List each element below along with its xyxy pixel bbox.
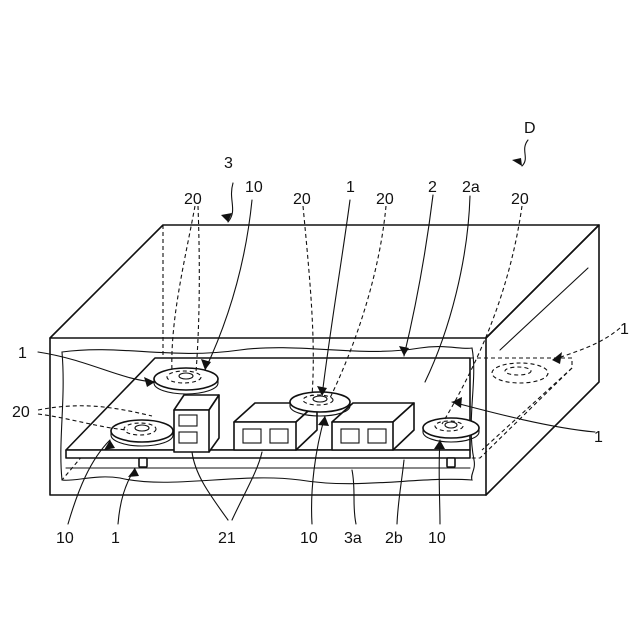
label-21: 21	[218, 530, 236, 547]
label-20-top-right: 20	[511, 191, 529, 208]
label-3: 3	[224, 155, 233, 172]
label-20-top-mid: 20	[376, 191, 394, 208]
label-1-top: 1	[346, 179, 355, 196]
label-1-right-upper: 1	[620, 321, 629, 338]
component-21-tall	[174, 395, 219, 452]
label-2b: 2b	[385, 530, 403, 547]
label-20-top-center: 20	[293, 191, 311, 208]
label-3a: 3a	[344, 530, 362, 547]
label-2: 2	[428, 179, 437, 196]
board-edge-2b	[66, 450, 470, 458]
disc-hidden-right	[492, 363, 548, 383]
board-foot	[139, 458, 455, 467]
label-1-bottom: 1	[111, 530, 120, 547]
label-10-top: 10	[245, 179, 263, 196]
label-20-top-left: 20	[184, 191, 202, 208]
leader-lines	[38, 140, 620, 524]
enclosure-right-face	[486, 225, 599, 495]
enclosure-top-face	[50, 225, 599, 338]
label-20-left: 20	[12, 404, 30, 421]
label-10-bottom-left: 10	[56, 530, 74, 547]
label-2a: 2a	[462, 179, 480, 196]
label-10-bottom-center: 10	[300, 530, 318, 547]
label-1-right-lower: 1	[594, 429, 603, 446]
label-D: D	[524, 120, 536, 137]
label-1-left: 1	[18, 345, 27, 362]
label-10-bottom-right: 10	[428, 530, 446, 547]
